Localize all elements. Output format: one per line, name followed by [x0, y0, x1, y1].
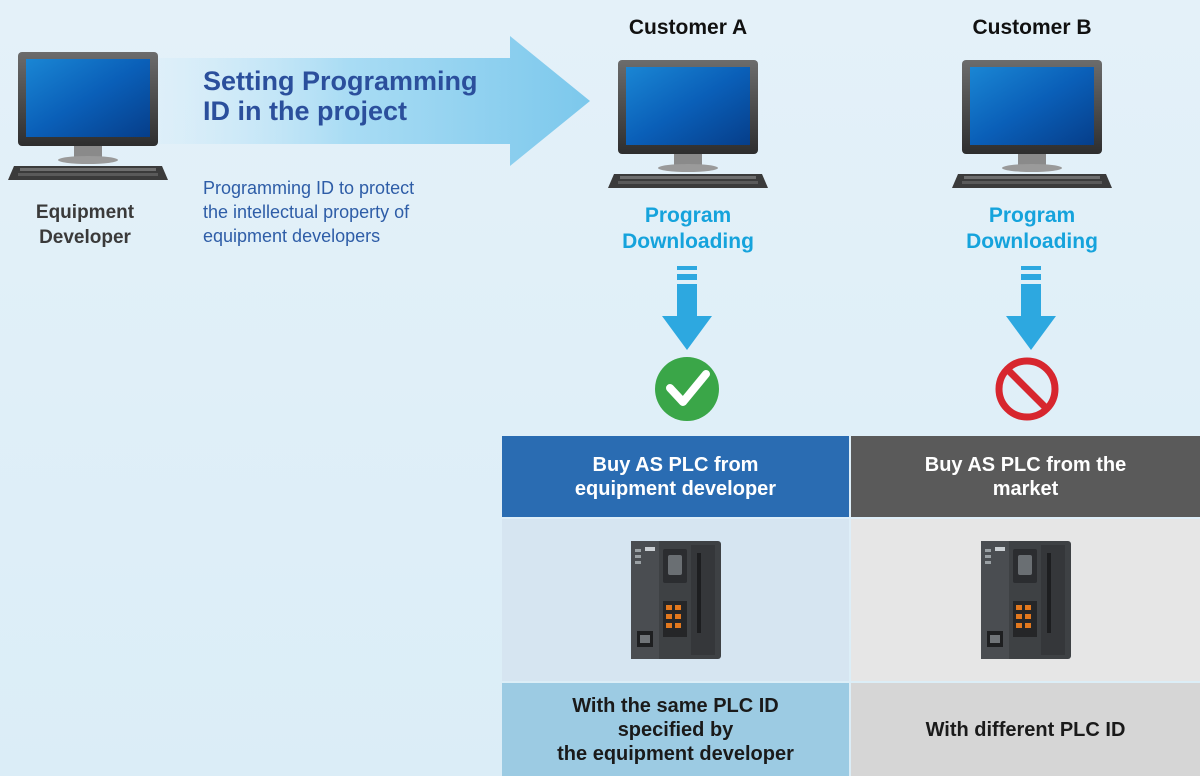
plc-image-market: [851, 519, 1200, 681]
plc-image-developer: [502, 519, 849, 681]
customer-a-computer-icon: [608, 58, 768, 190]
customer-b-computer-icon: [952, 58, 1112, 190]
customer-a-down-arrow-icon: [662, 266, 712, 350]
header-buy-from-market: Buy AS PLC from the market: [851, 436, 1200, 517]
developer-label: Equipment Developer: [35, 202, 135, 248]
developer-computer-icon: [8, 50, 168, 182]
customer-b-program-downloading: Program Downloading: [966, 204, 1098, 253]
setting-programming-id-title: Setting Programming ID in the project: [203, 66, 478, 126]
customer-b-down-arrow-icon: [1006, 266, 1056, 350]
footer-same-plc-id: With the same PLC ID specified by the eq…: [502, 683, 849, 776]
customer-b-title: Customer B: [972, 16, 1092, 39]
prohibited-icon: [995, 357, 1059, 421]
comparison-table: Buy AS PLC from equipment developer Buy …: [502, 436, 1200, 776]
customer-a-program-downloading: Program Downloading: [622, 204, 754, 253]
footer-different-plc-id: With different PLC ID: [851, 683, 1200, 776]
plc-module-icon: [630, 541, 721, 659]
setting-arrow: [148, 36, 590, 166]
customer-a-title: Customer A: [628, 16, 748, 39]
plc-module-icon: [980, 541, 1071, 659]
programming-id-description: Programming ID to protect the intellectu…: [203, 178, 415, 246]
check-icon: [655, 357, 719, 421]
header-buy-from-developer: Buy AS PLC from equipment developer: [502, 436, 849, 517]
